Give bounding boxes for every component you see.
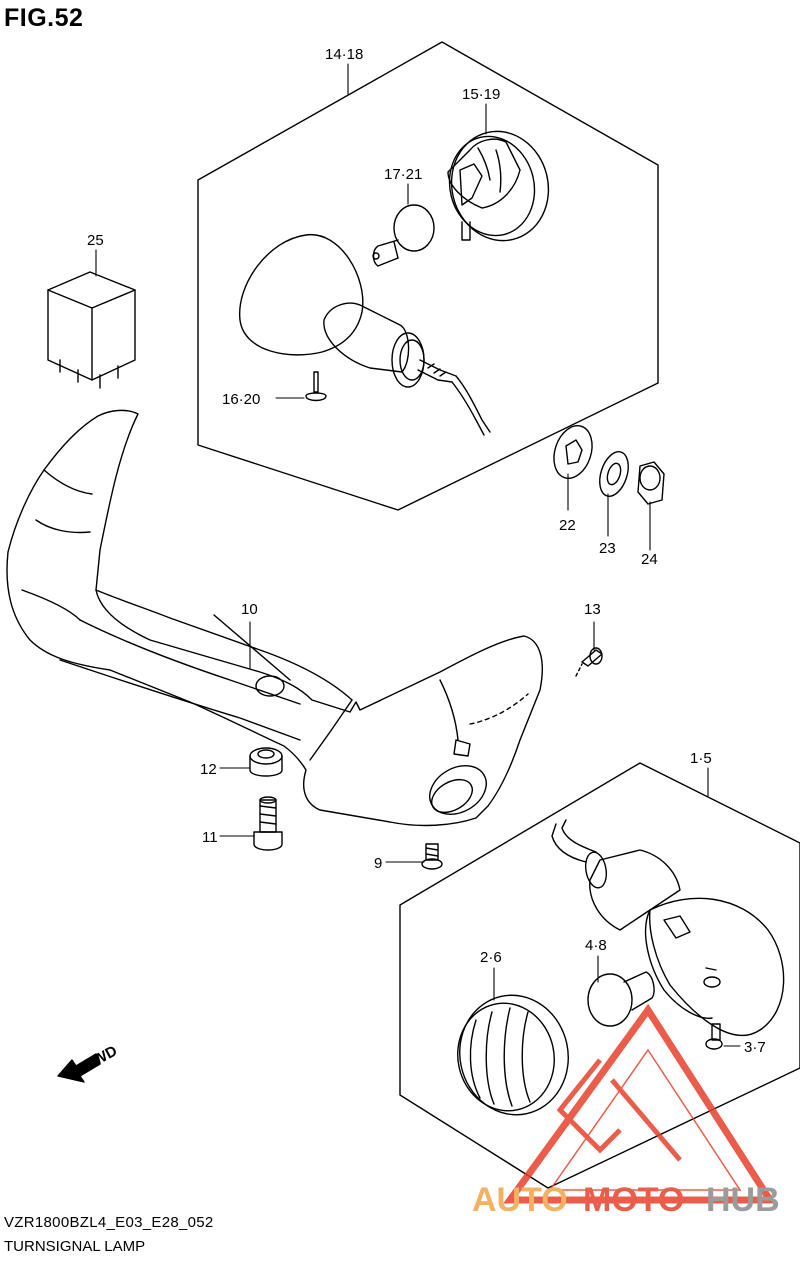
front-lens-screw <box>705 1023 723 1050</box>
figure-section-name: TURNSIGNAL LAMP <box>4 1238 146 1255</box>
mounting-bolt <box>253 796 283 851</box>
callout-13: 13 <box>584 601 601 618</box>
callout-11: 11 <box>202 829 218 846</box>
fwd-label: FWD <box>82 1042 120 1073</box>
cover-screw <box>421 843 443 870</box>
flat-washer <box>599 451 629 497</box>
rear-assembly-outline <box>197 41 659 511</box>
callout-14-18: 14·18 <box>325 46 363 63</box>
callout-4-8: 4·8 <box>585 937 607 954</box>
callout-1-5: 1·5 <box>690 750 712 767</box>
front-assembly-outline <box>399 762 800 1189</box>
callout-16-20: 16·20 <box>222 391 260 408</box>
callout-12: 12 <box>200 761 217 778</box>
callout-2-6: 2·6 <box>480 949 502 966</box>
watermark-text-auto: AUTO <box>472 1181 568 1219</box>
callout-24: 24 <box>641 551 658 568</box>
fwd-arrow-icon <box>57 1053 101 1083</box>
front-lamp-housing <box>551 819 785 1037</box>
callout-17-21: 17·21 <box>384 166 422 183</box>
figure-title: FIG.52 <box>4 4 84 32</box>
callout-22: 22 <box>559 517 576 534</box>
callout-9: 9 <box>374 855 382 872</box>
callout-23: 23 <box>599 540 616 557</box>
callout-25: 25 <box>87 232 104 249</box>
automotohub-watermark-logo: AUTO MOTO HUB <box>472 1003 780 1219</box>
rear-lamp-housing <box>239 234 491 436</box>
leader-lines <box>95 63 741 1047</box>
front-lens <box>457 994 569 1116</box>
relay-box <box>47 271 136 389</box>
rubber-washer <box>553 425 593 479</box>
bracket-screw <box>575 647 603 677</box>
rear-bulb <box>372 204 435 267</box>
hex-nut <box>637 461 665 505</box>
front-bulb <box>587 971 655 1027</box>
rear-lens-screw <box>305 371 327 402</box>
callout-15-19: 15·19 <box>462 86 500 103</box>
callout-3-7: 3·7 <box>744 1039 766 1056</box>
watermark-text-moto: MOTO <box>583 1181 684 1219</box>
rubber-grommet <box>249 747 283 777</box>
watermark-text-hub: HUB <box>706 1181 780 1219</box>
turn-signal-bracket <box>6 409 543 827</box>
rear-lens <box>447 130 550 242</box>
figure-model-code: VZR1800BZL4_E03_E28_052 <box>4 1214 214 1231</box>
callout-10: 10 <box>241 601 258 618</box>
